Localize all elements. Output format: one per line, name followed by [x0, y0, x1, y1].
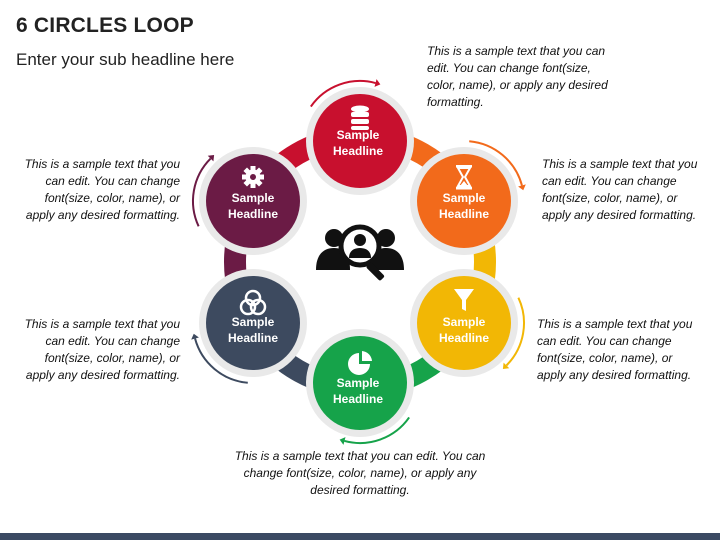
node-3-circle	[410, 269, 518, 377]
node-6-description: This is a sample text that you can edit.…	[24, 157, 180, 222]
node-3-description: This is a sample text that you can edit.…	[537, 317, 693, 382]
node-1-label: Sample Headline	[332, 128, 383, 158]
arrowhead	[502, 362, 510, 369]
arrowhead	[518, 184, 526, 191]
outer-arc	[310, 80, 376, 108]
node-1-circle	[306, 87, 414, 195]
arrowhead	[207, 155, 215, 162]
outer-arc	[469, 140, 523, 186]
node-2-label: Sample Headline	[438, 191, 489, 221]
node-3-label: Sample Headline	[438, 315, 489, 345]
page-subtitle: Enter your sub headline here	[16, 50, 235, 69]
bottom-bar	[0, 533, 720, 540]
node-4-label: Sample Headline	[332, 376, 383, 406]
node-4-description: This is a sample text that you can edit.…	[234, 449, 486, 497]
outer-arc	[194, 338, 248, 384]
page-title: 6 CIRCLES LOOP	[16, 14, 194, 37]
node-4-circle	[306, 329, 414, 437]
team-search-icon	[316, 224, 404, 281]
node-1-description: This is a sample text that you can edit.…	[427, 44, 608, 109]
arrowhead	[191, 333, 199, 340]
venn-icon	[239, 289, 267, 316]
outer-arc	[505, 297, 525, 367]
node-6-label: Sample Headline	[227, 191, 278, 221]
node-6-circle	[199, 147, 307, 255]
arrowhead	[374, 79, 381, 87]
outer-arc	[344, 416, 410, 444]
node-2-circle	[410, 147, 518, 255]
arrowhead	[339, 437, 346, 445]
database-icon	[351, 105, 369, 130]
pie-chart-icon	[348, 351, 372, 375]
node-2-description: This is a sample text that you can edit.…	[542, 157, 698, 222]
gear-icon	[242, 166, 264, 188]
node-5-description: This is a sample text that you can edit.…	[24, 317, 180, 382]
hourglass-icon	[456, 165, 472, 190]
node-5-label: Sample Headline	[227, 315, 278, 345]
node-5-circle	[199, 269, 307, 377]
outer-arc	[192, 157, 212, 227]
filter-icon	[454, 289, 474, 311]
